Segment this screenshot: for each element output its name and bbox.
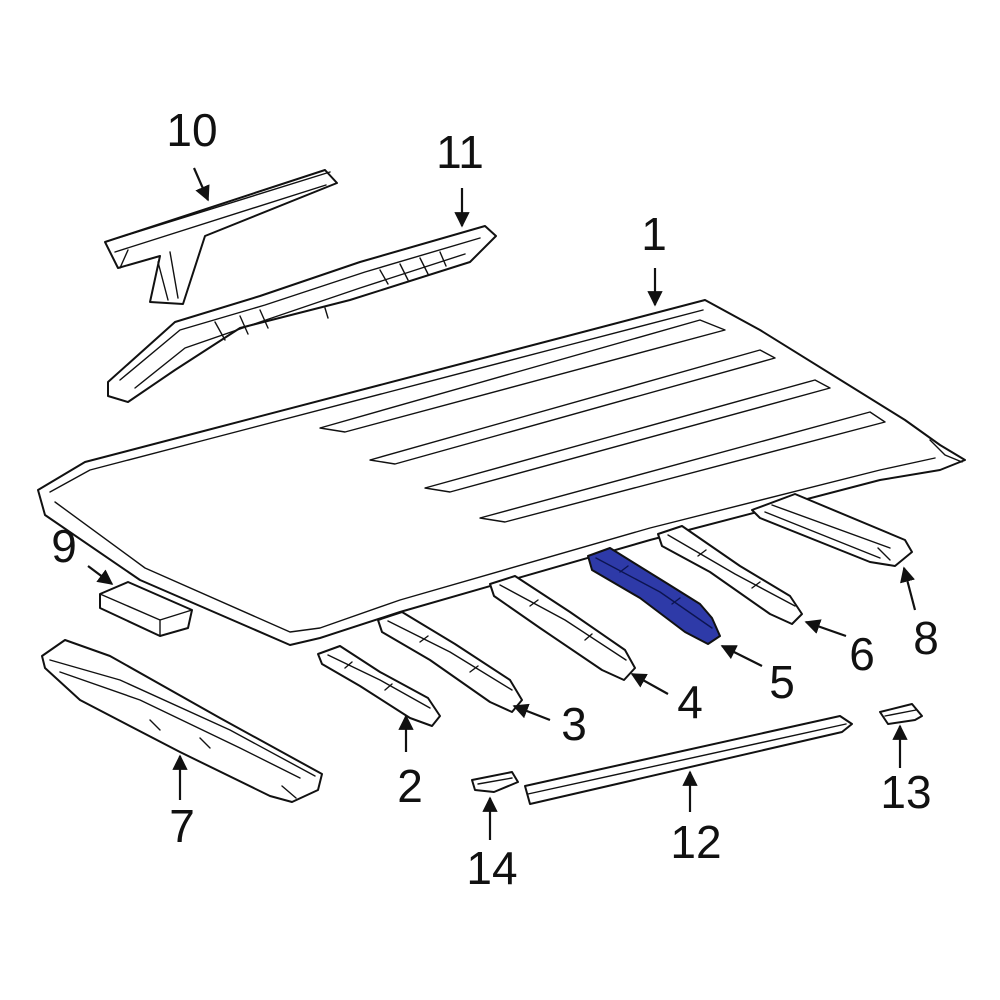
callout-12: 12 (670, 816, 721, 868)
callout-4: 4 (677, 676, 703, 728)
callout-13: 13 (880, 766, 931, 818)
callout-3: 3 (561, 698, 587, 750)
leader-lines (87, 167, 917, 840)
callout-2: 2 (397, 760, 423, 812)
part-6-roof-bow[interactable] (657, 525, 803, 625)
callout-5: 5 (769, 656, 795, 708)
part-1-roof-panel[interactable] (37, 299, 966, 646)
part-8-rear-rail[interactable] (751, 493, 913, 567)
callout-10: 10 (166, 104, 217, 156)
callout-6: 6 (849, 628, 875, 680)
part-9-pad[interactable] (99, 581, 193, 637)
callout-7: 7 (169, 800, 195, 852)
part-11-roof-header[interactable] (107, 225, 497, 403)
callout-1: 1 (641, 208, 667, 260)
part-13-end-cap[interactable] (879, 703, 923, 725)
callout-numbers: 1 2 3 4 5 6 7 8 9 10 11 12 13 14 (51, 104, 939, 894)
callout-8: 8 (913, 612, 939, 664)
part-10-roof-rail[interactable] (104, 169, 338, 305)
part-14-end-cap[interactable] (471, 771, 519, 793)
part-2-roof-bow[interactable] (317, 645, 441, 727)
part-7-front-bow[interactable] (41, 639, 323, 803)
callout-9: 9 (51, 520, 77, 572)
part-12-drip-molding[interactable] (524, 715, 853, 805)
callout-14: 14 (466, 842, 517, 894)
part-5-roof-bow-highlighted[interactable] (587, 547, 721, 645)
callout-11: 11 (436, 126, 484, 178)
part-4-roof-bow[interactable] (489, 575, 636, 681)
